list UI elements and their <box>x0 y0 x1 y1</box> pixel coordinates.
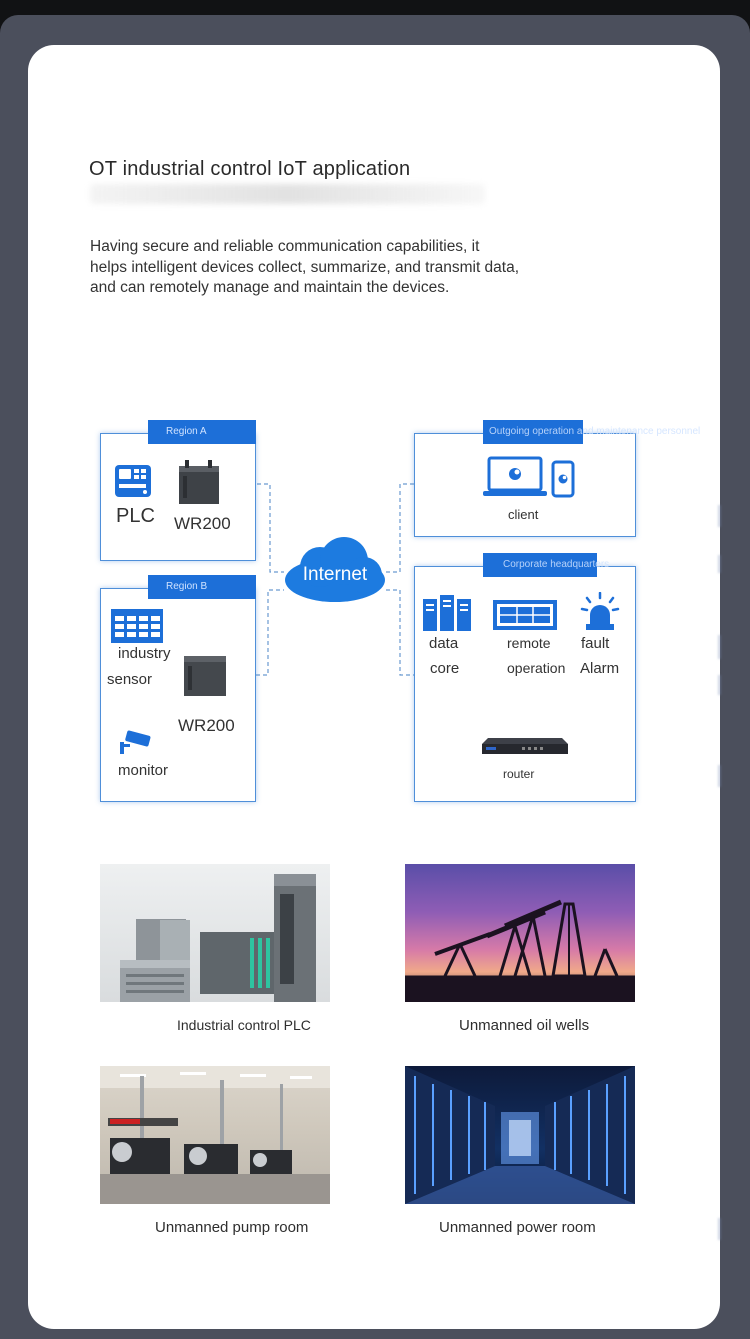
caption-power-room: Unmanned power room <box>439 1219 596 1236</box>
industry-label: industry <box>118 645 171 662</box>
phone-icon <box>551 460 575 498</box>
remote-operation-icon <box>493 600 557 630</box>
page-description: Having secure and reliable communication… <box>90 238 520 296</box>
edge-artifact <box>718 635 721 659</box>
wr200-a-label: WR200 <box>174 514 231 533</box>
outgoing-tab-label: Outgoing operation and maintenance perso… <box>489 426 701 437</box>
edge-artifact <box>718 765 721 787</box>
region-b-tab: Region B <box>148 575 256 599</box>
router-icon <box>482 738 568 754</box>
edge-artifact <box>718 505 721 527</box>
caption-oil-wells: Unmanned oil wells <box>459 1017 590 1034</box>
edge-artifact <box>718 555 721 573</box>
edge-artifact <box>718 675 721 695</box>
oil-wells-photo <box>405 864 635 1002</box>
router-label: router <box>503 767 535 781</box>
outgoing-tab: Outgoing operation and maintenance perso… <box>483 420 700 444</box>
region-a-tab: Region A <box>148 420 256 444</box>
power-room-photo <box>405 1066 635 1204</box>
remote-label: remote <box>507 635 551 651</box>
caption-plc: Industrial control PLC <box>177 1017 311 1033</box>
data-label: data <box>429 635 459 652</box>
sensor-label: sensor <box>107 671 153 688</box>
industry-sensor-icon <box>111 609 163 643</box>
corporate-tab: Corporate headquarters <box>483 553 609 577</box>
internet-cloud-icon <box>285 537 385 602</box>
plc-photo <box>100 864 330 1002</box>
pump-room-photo <box>100 1066 330 1204</box>
caption-pump-room: Unmanned pump room <box>155 1219 309 1236</box>
router-b-icon <box>184 656 226 696</box>
laptop-icon <box>483 456 547 496</box>
wr200-b-label: WR200 <box>178 716 235 735</box>
core-label: core <box>430 660 460 677</box>
plc-label: PLC <box>116 505 155 527</box>
plc-icon <box>115 465 151 497</box>
fault-label: fault <box>581 635 610 652</box>
alarm-label: Alarm <box>580 660 620 677</box>
edge-artifact <box>718 1218 721 1240</box>
camera-icon <box>120 730 151 754</box>
operation-label: operation <box>507 660 566 676</box>
client-label: client <box>508 507 539 522</box>
blurred-subtitle <box>90 184 485 204</box>
monitor-label: monitor <box>118 762 169 779</box>
page-title: OT industrial control IoT application <box>89 158 411 180</box>
alarm-icon <box>580 592 620 630</box>
internet-label: Internet <box>302 564 368 585</box>
data-core-icon <box>423 595 471 631</box>
router-a-icon <box>179 460 219 504</box>
corporate-tab-label: Corporate headquarters <box>503 559 610 570</box>
